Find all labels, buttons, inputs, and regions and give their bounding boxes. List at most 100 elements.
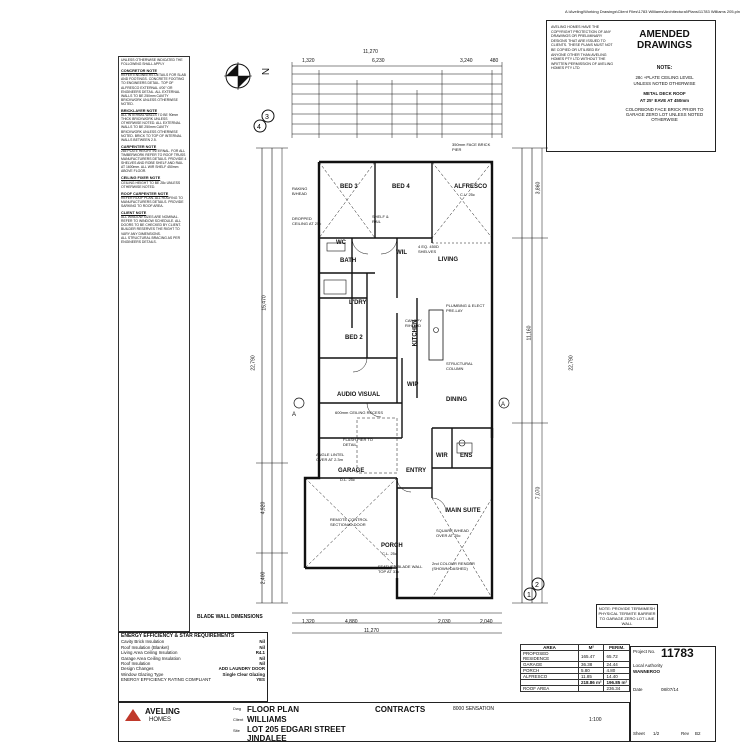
termite-note: NOTE: PROVIDE TERMIMESH PHYSICAL TERMITE… [596,604,658,628]
contracts-label: CONTRACTS [375,705,426,714]
dim-left-2: 4,920 [260,501,267,515]
company-sub: HOMES [149,717,172,723]
project-number: 11783 [661,646,694,660]
flash-pier-note: FLASH PIER TO DETAIL [343,437,373,447]
face-brick-note: 350mm FACE BRICK PIER [452,142,491,152]
svg-text:1: 1 [527,592,531,599]
dim-right-overall: 22,790 [568,355,575,371]
note-line-4: COLORBOND FACE BRICK PRIOR TO GARAGE ZER… [625,107,704,123]
room-entry: ENTRY [406,468,427,474]
alfresco-ceiling: C.L. 25c [460,192,475,197]
dim-bottom-4: 2,040 [480,619,493,625]
sheet-label: Sheet [633,731,645,736]
energy-key: Window Glazing Type [121,671,164,677]
room-main-suite: MAIN SUITE [446,508,481,514]
note-heading: BRICKLAYER NOTE [121,109,158,114]
rev-label: Rev [681,731,690,736]
room-bath: BATH [340,258,357,264]
date-value: 08/07/14 [661,687,679,692]
shelves-note: 4 EQ. 450D SHELVES [418,244,439,254]
area-cell [577,685,605,692]
energy-heading: ENERGY EFFICIENCY & STAR REQUIREMENTS [121,633,235,639]
dwg-label: Dwg [233,706,242,711]
note-heading: CEILING FIXER NOTE [121,176,161,181]
room-bed2: BED 2 [345,335,363,341]
canopy-note: CANOPY R/HOOD [405,318,422,328]
dim-left-1: 15,470 [261,295,268,311]
garage-ceiling: D.L. 25c [340,477,355,482]
porch-ceiling: C.L. 25c [382,551,397,556]
dim-bottom-1: 1,320 [302,619,315,625]
local-authority-label: Local Authority [633,663,663,668]
date-label: Date [633,687,643,692]
note-line-1b: UNLESS NOTED OTHERWISE [633,81,696,86]
area-cell: 236.34 [603,685,630,692]
svg-text:3: 3 [265,114,269,121]
svg-text:A: A [501,402,505,408]
dim-top-overall: 11,270 [363,49,378,55]
note-line-1: 28c +PLATE CEILING LEVEL [635,75,694,80]
design-name: 8000 SENSATION [453,706,495,712]
energy-value: YES [256,677,265,683]
room-laundry: L'DRY [349,300,367,306]
dim-bottom-overall: 11,270 [364,628,379,634]
aveling-logo-icon [125,709,141,721]
project-number-label: Project No. [633,649,656,654]
energy-requirements: ENERGY EFFICIENCY & STAR REQUIREMENTS Ca… [118,632,268,702]
amended-title: AMENDED DRAWINGS [637,29,692,51]
note-line-3: AT 25° EAVE AT 450mm [639,98,690,103]
dim-right-2: 7,070 [535,486,542,500]
energy-key: Living Area Ceiling Insulation [121,650,178,656]
note-line-2: METAL DECK ROOF [643,91,686,96]
blade-wall-title: BLADE WALL DIMENSIONS [197,614,263,620]
dim-left-3: 2,400 [260,571,267,585]
amended-drawings-box: AVELING HOMES HAVE THE COPYRIGHT PROTECT… [546,20,716,152]
suburb: JINDALEE [247,734,287,743]
company-name: AVELING [145,707,180,716]
room-bed4: BED 4 [392,184,410,190]
energy-key: Roof Insulation [121,661,151,667]
angle-lintel-note: ANGLE LINTEL OVER AT 2.3m [316,452,345,462]
room-dining: DINING [446,397,467,403]
room-ens: ENS [460,453,473,459]
room-alfresco: ALFRESCO [454,184,487,190]
construction-notes: UNLESS OTHERWISE INDICATED THE FOLLOWING… [118,56,190,632]
room-wil: WIL [396,250,407,256]
dim-bottom-3: 2,030 [438,619,451,625]
energy-value: Nil [259,661,265,667]
dim-left-overall: 22,790 [250,355,257,371]
ceiling-recess-note: 600mm CEILING RECESS [335,410,384,415]
note-text: ALL STRUCTURAL BRACING AS PER ENGINEERS … [121,235,181,244]
energy-row: Roof Insulation Nil [121,661,265,666]
notes-heading: NOTE: [656,65,673,71]
copyright-note: AVELING HOMES HAVE THE COPYRIGHT PROTECT… [551,25,614,71]
room-wc: WC [336,240,346,246]
section-marker-icon: 4 3 [253,109,275,133]
dim-top-1: 1,320 [302,58,315,64]
room-audio-visual: AUDIO VISUAL [337,392,381,398]
energy-value: Nil [259,644,265,650]
title-block: AVELING HOMES Dwg FLOOR PLAN Client WILL… [118,702,630,743]
note-text: ALL WINDOW SIZES ARE NOMINAL. REFER TO W… [121,215,181,236]
area-cell: 65.72 [603,650,630,662]
energy-row: Living Area Ceiling Insulation R4.1 [121,650,265,655]
note-heading: CONCRETOR NOTE [121,69,158,74]
energy-key: Cavity Brick Insulation [121,639,165,645]
second-colour-note: 2nd COLOUR RENDER (SHOWN DASHED) [432,561,475,571]
energy-value: R4.1 [255,650,265,656]
note-text: REFER ROOF PLAN. ALL ROOFING TO MANUFACT… [121,195,184,208]
local-authority: WANNEROO [633,669,660,674]
dim-top-4: 480 [490,58,499,64]
energy-key: Design Changes [121,666,154,672]
feature-blade-note: FEATURE BLADE WALL TOP AT 31c [378,564,423,574]
energy-key: Garage Area Ceiling Insulation [121,655,181,661]
note-text: UNLESS OTHERWISE INDICATED THE FOLLOWING… [121,58,183,67]
area-cell: PROPOSED RESIDENCE [520,650,579,662]
note-heading: CLIENT NOTE [121,211,147,216]
section-marker-bottom-icon: 1 2 [523,577,545,601]
rev-value: B2 [695,731,701,736]
